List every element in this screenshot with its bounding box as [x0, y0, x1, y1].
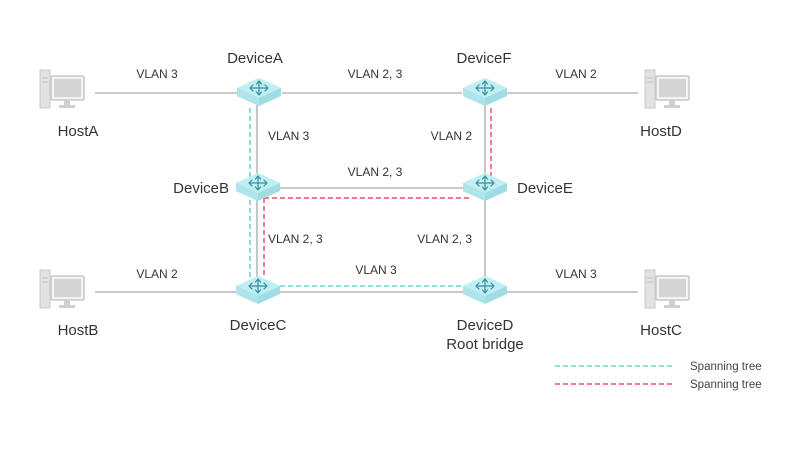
deviceb-label: DeviceB — [173, 180, 229, 197]
switch-icon — [462, 77, 508, 107]
vlan-label-hosta-devicea: VLAN 3 — [136, 67, 178, 81]
hostd-label: HostD — [640, 123, 682, 140]
devicee[interactable] — [462, 172, 508, 202]
devicee-label: DeviceE — [517, 180, 573, 197]
deviceb[interactable] — [235, 172, 281, 202]
spanning-tree-red — [263, 108, 492, 278]
devicea[interactable] — [236, 77, 282, 107]
devicef[interactable] — [462, 77, 508, 107]
devicec-label: DeviceC — [230, 317, 287, 334]
vlan-label-hostb-devicec: VLAN 2 — [136, 267, 178, 281]
switch-icon — [462, 172, 508, 202]
vlan-label-deviceb-devicec: VLAN 2, 3 — [268, 232, 323, 246]
vlan-label-devicea-deviceb: VLAN 3 — [268, 129, 310, 143]
hostb[interactable] — [39, 269, 85, 309]
devicec[interactable] — [235, 275, 281, 305]
vlan-label-deviced-hostc: VLAN 3 — [555, 267, 597, 281]
vlan-label-devicea-devicef: VLAN 2, 3 — [348, 67, 403, 81]
hostd[interactable] — [644, 69, 690, 109]
hostc[interactable] — [644, 269, 690, 309]
switch-icon — [462, 275, 508, 305]
switch-icon — [235, 172, 281, 202]
vlan-label-devicec-deviced: VLAN 3 — [355, 263, 397, 277]
computer-icon — [39, 69, 85, 109]
computer-icon — [644, 69, 690, 109]
hosta[interactable] — [39, 69, 85, 109]
vlan-label-devicef-hostd: VLAN 2 — [555, 67, 597, 81]
links — [95, 92, 638, 293]
deviced[interactable] — [462, 275, 508, 305]
legend: Spanning tree Spanning tree — [555, 361, 762, 391]
computer-icon — [39, 269, 85, 309]
hostb-label: HostB — [58, 322, 99, 339]
deviced-sublabel: Root bridge — [446, 336, 524, 353]
vlan-label-devicef-devicee: VLAN 2 — [431, 129, 473, 143]
spanning-tree-blue — [249, 108, 466, 287]
computer-icon — [644, 269, 690, 309]
legend-label-red: Spanning tree — [690, 379, 762, 391]
devicea-label: DeviceA — [227, 50, 283, 67]
legend-label-blue: Spanning tree — [690, 361, 762, 373]
switch-icon — [235, 275, 281, 305]
hostc-label: HostC — [640, 322, 682, 339]
switch-icon — [236, 77, 282, 107]
hosta-label: HostA — [58, 123, 99, 140]
vlan-label-devicee-deviced: VLAN 2, 3 — [417, 232, 472, 246]
vlan-label-deviceb-devicee: VLAN 2, 3 — [348, 165, 403, 179]
deviced-label: DeviceD — [457, 317, 514, 334]
devicef-label: DeviceF — [456, 50, 511, 67]
